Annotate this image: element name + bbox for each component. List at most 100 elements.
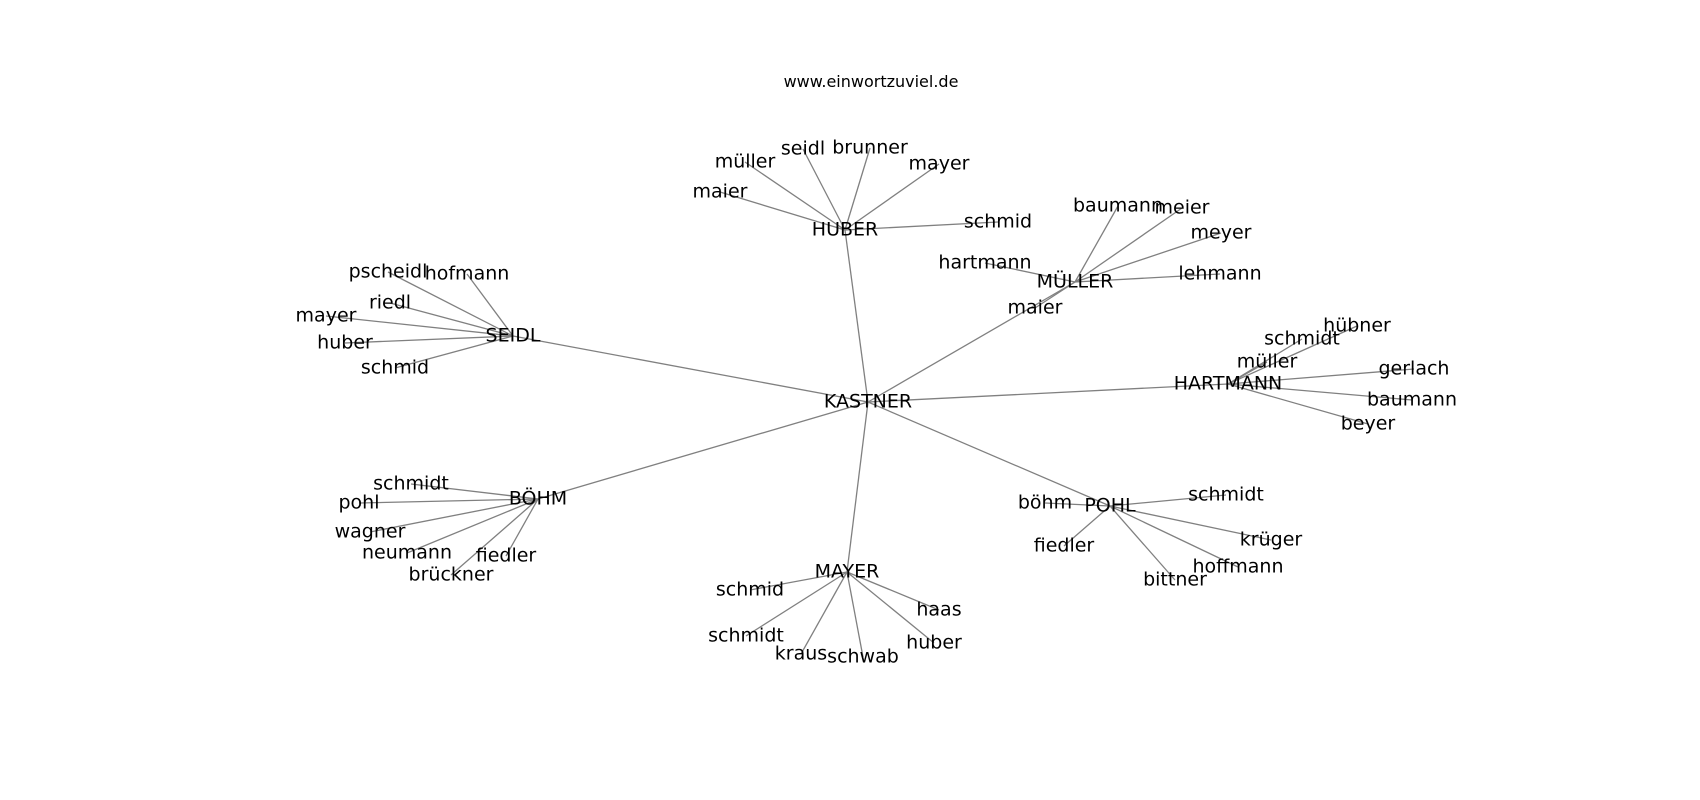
hub-leaf-edge [466,273,514,337]
leaf-node-label: hübner [1323,315,1391,337]
hub-leaf-edge [846,571,940,611]
center-hub-edge [846,401,869,573]
leaf-node-label: mayer [909,153,970,175]
hub-leaf-edge [450,498,539,576]
hub-leaf-edge [1109,505,1176,581]
hub-leaf-edge [844,147,871,231]
hub-leaf-edge [406,498,539,554]
hub-leaf-edge [1227,383,1369,425]
leaf-node-label: schmid [361,357,429,379]
hub-leaf-edge [1227,361,1268,385]
hub-leaf-edge [325,315,514,337]
center-hub-edge [844,229,869,403]
hub-leaf-edge [846,571,864,658]
center-hub-edge [867,401,1111,507]
hub-leaf-edge [387,271,514,337]
hub-leaf-edge [802,148,846,231]
hub-leaf-edge [749,571,848,591]
hub-leaf-edge [1074,207,1183,283]
leaf-node-label: fiedler [476,545,537,567]
hub-leaf-edge [1227,368,1415,385]
leaf-node-label: krüger [1240,529,1303,551]
hub-leaf-edge [844,221,999,231]
leaf-node-label: müller [715,151,776,173]
leaf-node-label: huber [906,632,962,654]
hub-leaf-edge [1109,505,1239,568]
hub-leaf-edge [744,161,846,231]
leaf-node-label: beyer [1341,413,1396,435]
hub-leaf-edge [394,335,514,369]
leaf-node-label: schmid [716,579,784,601]
hub-leaf-edge [1227,383,1413,401]
leaf-node-label: kraus [775,643,827,665]
leaf-node-label: wagner [335,521,406,543]
leaf-node-label: hartmann [938,252,1031,274]
leaf-node-label: schmidt [1188,484,1264,506]
center-node-label: KASTNER [824,391,912,413]
leaf-node-label: hofmann [425,263,510,285]
hub-leaf-edge [1227,325,1358,385]
leaf-node-label: hoffmann [1193,556,1284,578]
hub-leaf-edge [410,483,539,500]
hub-leaf-edge [984,262,1076,283]
hub-leaf-edge [1109,494,1227,507]
hub-leaf-edge [745,571,848,637]
leaf-node-label: haas [916,599,961,621]
leaf-node-label: meyer [1191,222,1252,244]
leaf-node-label: maier [693,181,748,203]
leaf-node-label: pohl [338,492,379,514]
center-hub-edge [537,401,869,500]
hub-leaf-edge [1063,505,1111,547]
hub-node-label: SEIDL [486,325,541,347]
leaf-node-label: müller [1237,351,1298,373]
center-hub-edge [867,383,1229,403]
hub-leaf-edge [719,191,846,231]
leaf-node-label: bittner [1143,569,1207,591]
hub-leaf-edge [369,498,539,533]
leaf-node-label: schmid [964,211,1032,233]
hub-node-label: MÜLLER [1037,270,1114,293]
leaf-node-label: meier [1155,197,1210,219]
hub-node-label: HARTMANN [1174,373,1283,395]
leaf-node-label: baumann [1073,195,1163,217]
hub-leaf-edge [1044,502,1111,507]
leaf-node-label: huber [317,332,373,354]
leaf-node-label: brückner [409,564,494,586]
leaf-node-label: brunner [832,137,908,159]
hub-leaf-edge [846,571,935,644]
center-hub-edge [867,281,1076,403]
hub-node-label: HUBER [812,219,878,241]
leaf-node-label: schmidt [373,473,449,495]
hub-leaf-edge [1074,273,1221,283]
center-hub-edge [512,335,869,403]
hub-leaf-edge [389,302,514,337]
leaf-node-label: neumann [362,542,452,564]
leaf-node-label: baumann [1367,389,1457,411]
leaf-node-label: seidl [781,138,825,160]
leaf-node-label: pscheidl [349,261,428,283]
leaf-node-label: schmidt [1264,328,1340,350]
leaf-node-label: schmidt [708,625,784,647]
hub-leaf-edge [1074,205,1119,283]
hub-node-label: POHL [1084,495,1136,517]
hub-leaf-edge [800,571,848,655]
leaf-node-label: mayer [296,305,357,327]
leaf-node-label: lehmann [1178,263,1261,285]
hub-leaf-edge [1074,232,1222,283]
leaf-node-label: schwab [827,646,899,668]
source-url: www.einwortzuviel.de [783,72,959,91]
hub-node-label: BÖHM [509,487,567,510]
hub-node-label: MAYER [815,561,880,583]
hub-leaf-edge [358,498,539,504]
leaf-node-label: fiedler [1034,535,1095,557]
hub-leaf-edge [844,163,940,231]
leaf-node-label: maier [1008,297,1063,319]
leaf-node-label: gerlach [1379,358,1450,380]
hub-leaf-edge [1034,281,1076,309]
hub-leaf-edge [344,335,514,344]
hub-leaf-edge [505,498,539,557]
hub-leaf-edge [1109,505,1272,541]
leaf-node-label: riedl [369,292,411,314]
leaf-node-label: böhm [1018,492,1072,514]
